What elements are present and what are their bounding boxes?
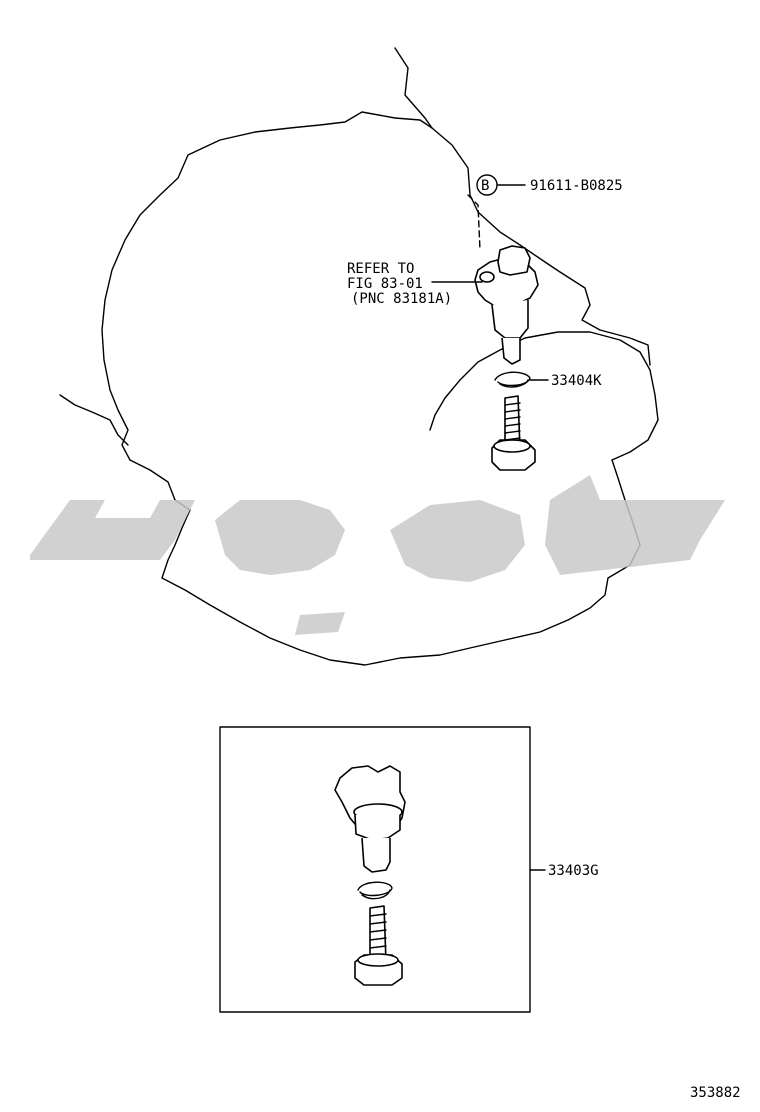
kit-driven-gear: [354, 905, 403, 986]
clip-part-number: 33404K: [551, 373, 602, 389]
driven-gear-installed: [491, 395, 536, 471]
kit-box: [219, 726, 531, 1013]
leader-lines: [431, 184, 549, 871]
label-group: B 91611-B0825 REFER TO FIG 83-01 (PNC 83…: [347, 178, 741, 1101]
kit-clip: [357, 881, 393, 900]
bolt-symbol-marker: [476, 174, 498, 196]
refer-line-2: FIG 83-01: [347, 276, 423, 292]
bolt-part-number: 91611-B0825: [530, 178, 623, 194]
speed-sensor-installed: [474, 245, 539, 365]
diagram-id: 353882: [690, 1085, 741, 1101]
kit-sensor: [334, 765, 406, 873]
watermark: [30, 475, 725, 635]
refer-line-1: REFER TO: [347, 261, 414, 277]
kit-part-number: 33403G: [548, 863, 599, 879]
refer-line-3: (PNC 83181A): [351, 291, 452, 307]
bolt-symbol-letter: B: [481, 178, 489, 194]
clip-installed: [494, 371, 531, 388]
